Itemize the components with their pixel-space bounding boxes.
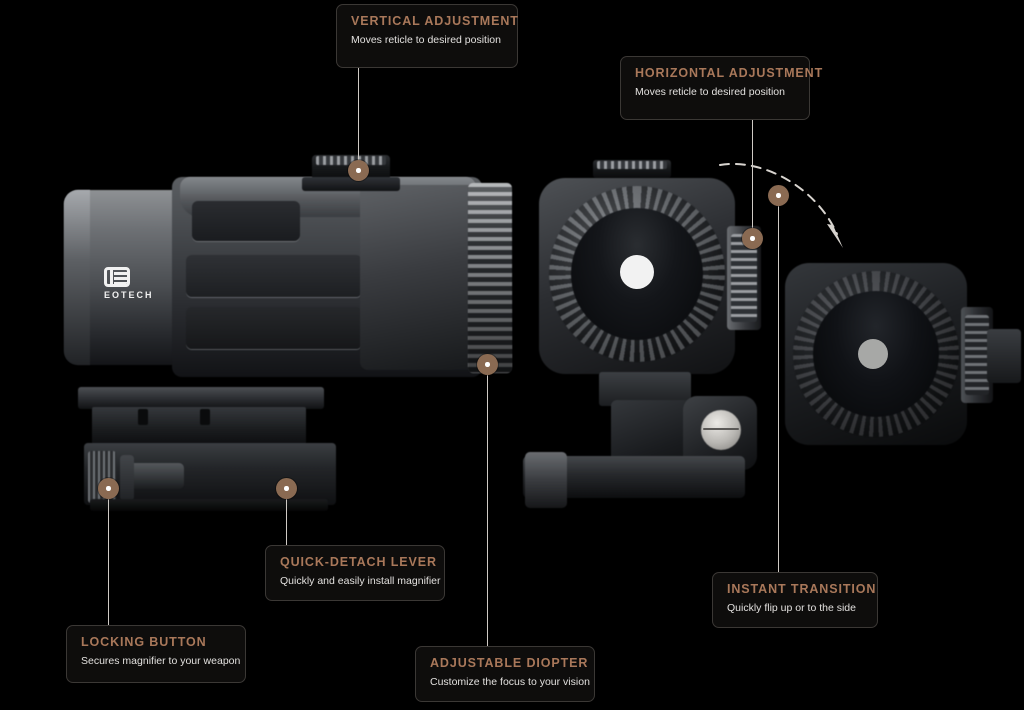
- mount-riser-slot-left: [138, 409, 148, 425]
- callout-description: Moves reticle to desired position: [351, 33, 501, 46]
- eotech-logo-icon: [104, 267, 130, 287]
- upright-turret-knurl: [597, 161, 667, 169]
- magnifier-front-view-flipped: [775, 255, 1024, 475]
- quick-detach-lever[interactable]: [126, 463, 184, 489]
- leader-line-locking-button: [108, 497, 109, 625]
- callout-instant-transition[interactable]: INSTANT TRANSITION Quickly flip up or to…: [712, 572, 878, 628]
- magnifier-front-view-upright: [515, 160, 785, 520]
- magnifier-side-view: EOTECH: [60, 155, 520, 535]
- marker-instant-transition[interactable]: [768, 185, 789, 206]
- callout-title: ADJUSTABLE DIOPTER: [430, 656, 589, 670]
- leader-line-instant-transition: [778, 205, 779, 573]
- flipped-side-rail-knurl: [965, 315, 989, 395]
- turret-knurl: [316, 156, 386, 165]
- marker-vertical-adjustment[interactable]: [348, 160, 369, 181]
- flip-direction-arrow-icon: [719, 162, 843, 248]
- callout-description: Quickly flip up or to the side: [727, 601, 856, 614]
- marker-horizontal-adjustment[interactable]: [742, 228, 763, 249]
- callout-horizontal-adjustment[interactable]: HORIZONTAL ADJUSTMENT Moves reticle to d…: [620, 56, 824, 120]
- callout-title: VERTICAL ADJUSTMENT: [351, 14, 519, 28]
- eotech-logo: EOTECH: [104, 267, 154, 300]
- body-panel-mid: [186, 255, 362, 297]
- leader-line-adjustable-diopter: [487, 372, 488, 646]
- pivot-screw-slot: [703, 428, 739, 430]
- eyepiece-bevel: [64, 190, 90, 365]
- mount-deck: [78, 387, 324, 409]
- marker-locking-button[interactable]: [98, 478, 119, 499]
- leader-line-horizontal-adjustment: [752, 120, 753, 236]
- leader-line-quick-detach-lever: [286, 497, 287, 545]
- callout-locking-button[interactable]: LOCKING BUTTON Secures magnifier to your…: [66, 625, 246, 683]
- flipped-mount-tab: [987, 329, 1021, 383]
- callout-quick-detach-lever[interactable]: QUICK-DETACH LEVER Quickly and easily in…: [265, 545, 445, 601]
- quick-detach-lever-arm[interactable]: [120, 455, 134, 501]
- body-shoulder: [360, 185, 482, 370]
- callout-description: Moves reticle to desired position: [635, 85, 785, 98]
- callout-adjustable-diopter[interactable]: ADJUSTABLE DIOPTER Customize the focus t…: [415, 646, 595, 702]
- callout-title: LOCKING BUTTON: [81, 635, 207, 649]
- diopter-ring-shade: [468, 183, 512, 373]
- callout-vertical-adjustment[interactable]: VERTICAL ADJUSTMENT Moves reticle to des…: [336, 4, 518, 68]
- turret-base: [302, 177, 400, 191]
- flipped-objective-lens-highlight: [858, 339, 888, 369]
- mount-riser: [92, 407, 306, 445]
- callout-description: Customize the focus to your vision: [430, 675, 590, 688]
- callout-title: HORIZONTAL ADJUSTMENT: [635, 66, 824, 80]
- eotech-wordmark: EOTECH: [104, 290, 154, 300]
- callout-description: Quickly and easily install magnifier: [280, 574, 441, 587]
- body-panel-top: [192, 201, 300, 241]
- callout-title: QUICK-DETACH LEVER: [280, 555, 437, 569]
- objective-lens-highlight: [620, 255, 654, 289]
- marker-quick-detach-lever[interactable]: [276, 478, 297, 499]
- leader-line-vertical-adjustment: [358, 68, 359, 168]
- pivot-screw[interactable]: [701, 410, 741, 450]
- upright-base-clamp: [525, 452, 567, 508]
- marker-adjustable-diopter[interactable]: [477, 354, 498, 375]
- callout-title: INSTANT TRANSITION: [727, 582, 877, 596]
- body-panel-lower: [186, 307, 362, 349]
- mount-riser-slot-right: [200, 409, 210, 425]
- qd-base-shadow: [90, 499, 328, 511]
- callout-description: Secures magnifier to your weapon: [81, 654, 241, 667]
